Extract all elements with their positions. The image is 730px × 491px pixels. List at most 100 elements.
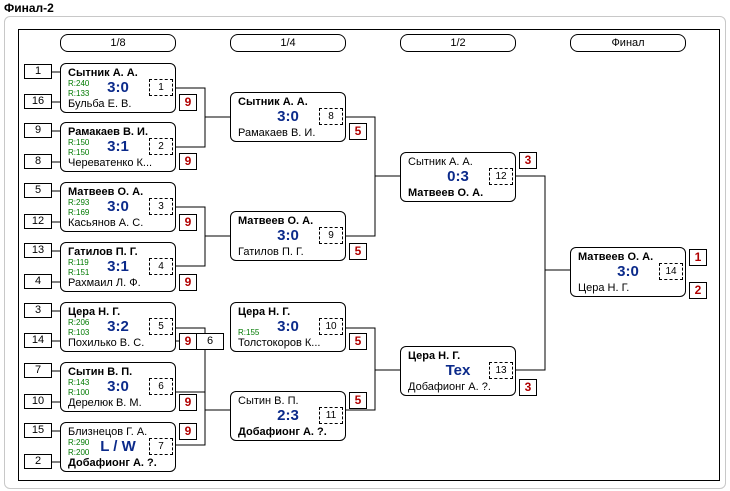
- match-qf-4[interactable]: Сытин В. П. 2:3 Добафионг А. ?. 11: [230, 391, 346, 441]
- seed-box: 1: [24, 64, 52, 79]
- seed-box: 14: [24, 333, 52, 348]
- player-bottom: Бульба Е. В.: [68, 98, 132, 110]
- match-number: 5: [149, 318, 173, 335]
- match-score: 3:0: [277, 318, 299, 335]
- table-result-badge: 9: [179, 423, 197, 440]
- player-top: Сытин В. П.: [238, 395, 299, 407]
- seed-box: 9: [24, 123, 52, 138]
- table-result-badge: 5: [349, 123, 367, 140]
- seed-box: 16: [24, 94, 52, 109]
- table-result-badge: 3: [519, 379, 537, 396]
- round-header-1-2: 1/2: [400, 34, 516, 52]
- player-top: Цера Н. Г.: [68, 306, 121, 318]
- player-top: Сытник А. А.: [238, 96, 308, 108]
- player-bottom: Гатилов П. Г.: [238, 246, 304, 258]
- match-score: 0:3: [447, 168, 469, 185]
- match-r16-2[interactable]: Рамакаев В. И. R:150 R:150 3:1 Череватен…: [60, 122, 176, 172]
- match-sf-1[interactable]: Сытник А. А. 0:3 Матвеев О. А. 12: [400, 152, 516, 202]
- match-sf-2[interactable]: Цера Н. Г. Tex Добафионг А. ?. 13: [400, 346, 516, 396]
- table-result-badge: 9: [179, 394, 197, 411]
- final-place-badge: 2: [689, 282, 707, 299]
- match-score: 3:0: [277, 108, 299, 125]
- match-r16-7[interactable]: Близнецов Г. А. R:290 R:200 L / W Добафи…: [60, 422, 176, 472]
- player-bottom: Добафионг А. ?.: [68, 457, 157, 469]
- match-score: L / W: [100, 438, 136, 455]
- seed-box: 4: [24, 274, 52, 289]
- match-number: 10: [319, 318, 343, 335]
- match-score: 2:3: [277, 407, 299, 424]
- match-score: 3:0: [277, 227, 299, 244]
- match-r16-4[interactable]: Гатилов П. Г. R:119 R:151 3:1 Рахмаил Л.…: [60, 242, 176, 292]
- match-number: 9: [319, 227, 343, 244]
- seed-box: 5: [24, 183, 52, 198]
- player-top: Матвеев О. А.: [578, 251, 654, 263]
- match-number: 1: [149, 79, 173, 96]
- player-top: Матвеев О. А.: [68, 186, 144, 198]
- player-bottom: Рамакаев В. И.: [238, 127, 316, 139]
- player-bottom: Цера Н. Г.: [578, 282, 630, 294]
- match-r16-6[interactable]: Сытин В. П. R:143 R:100 3:0 Дерелюк В. М…: [60, 362, 176, 412]
- rating-bottom: R:200: [68, 448, 90, 457]
- seed-box: 7: [24, 363, 52, 378]
- match-qf-3[interactable]: Цера Н. Г. R:155 3:0 Толстокоров К... 10: [230, 302, 346, 352]
- table-result-badge: 9: [179, 153, 197, 170]
- final-place-badge: 1: [689, 249, 707, 266]
- match-score: 3:1: [107, 258, 129, 275]
- seed-box: 3: [24, 303, 52, 318]
- match-score: 3:2: [107, 318, 129, 335]
- rating-top: R:293: [68, 198, 90, 207]
- rating-top: R:143: [68, 378, 90, 387]
- player-bottom: Череватенко К...: [68, 157, 153, 169]
- round-header-1-4: 1/4: [230, 34, 346, 52]
- player-top: Рамакаев В. И.: [68, 126, 148, 138]
- player-bottom: Добафионг А. ?.: [238, 426, 327, 438]
- player-top: Сытин В. П.: [68, 366, 133, 378]
- match-score: 3:0: [107, 378, 129, 395]
- match-final[interactable]: Матвеев О. А. 3:0 Цера Н. Г. 14: [570, 247, 686, 297]
- match-score: 3:0: [617, 263, 639, 280]
- round-header-final: Финал: [570, 34, 686, 52]
- match-qf-2[interactable]: Матвеев О. А. 3:0 Гатилов П. Г. 9: [230, 211, 346, 261]
- match-qf-1[interactable]: Сытник А. А. 3:0 Рамакаев В. И. 8: [230, 92, 346, 142]
- table-result-badge: 3: [519, 152, 537, 169]
- match-number: 11: [319, 407, 343, 424]
- match-r16-1[interactable]: Сытник А. А. R:240 R:133 3:0 Бульба Е. В…: [60, 63, 176, 113]
- match-score: 3:1: [107, 138, 129, 155]
- match-score: 3:0: [107, 79, 129, 96]
- table-result-badge: 5: [349, 333, 367, 350]
- match-number: 6: [149, 378, 173, 395]
- rating-top: R:155: [238, 328, 260, 337]
- player-top: Сытник А. А.: [68, 67, 138, 79]
- rating-bottom: R:103: [68, 328, 90, 337]
- match-number: 12: [489, 168, 513, 185]
- table-result-badge: 9: [179, 94, 197, 111]
- rating-top: R:206: [68, 318, 90, 327]
- round-header-1-8: 1/8: [60, 34, 176, 52]
- rating-top: R:150: [68, 138, 90, 147]
- match-r16-3[interactable]: Матвеев О. А. R:293 R:169 3:0 Касьянов А…: [60, 182, 176, 232]
- match-score: 3:0: [107, 198, 129, 215]
- seed-box: 10: [24, 394, 52, 409]
- player-bottom: Добафионг А. ?.: [408, 381, 491, 393]
- table-result-badge: 5: [349, 392, 367, 409]
- rating-bottom: R:133: [68, 89, 90, 98]
- player-bottom: Матвеев О. А.: [408, 187, 484, 199]
- match-score: Tex: [445, 362, 471, 379]
- match-number: 8: [319, 108, 343, 125]
- player-top: Близнецов Г. А.: [68, 426, 148, 438]
- match-number: 13: [489, 362, 513, 379]
- player-top: Цера Н. Г.: [408, 350, 461, 362]
- rating-top: R:290: [68, 438, 90, 447]
- match-number: 3: [149, 198, 173, 215]
- rating-bottom: R:150: [68, 148, 90, 157]
- seed-box: 13: [24, 243, 52, 258]
- match-r16-5[interactable]: Цера Н. Г. R:206 R:103 3:2 Похилько В. С…: [60, 302, 176, 352]
- player-top: Матвеев О. А.: [238, 215, 314, 227]
- player-top: Цера Н. Г.: [238, 306, 291, 318]
- table-result-badge: 5: [349, 243, 367, 260]
- player-bottom: Похилько В. С.: [68, 337, 145, 349]
- table-result-badge: 9: [179, 333, 197, 350]
- rating-bottom: R:151: [68, 268, 90, 277]
- seed-box: 15: [24, 423, 52, 438]
- match-number: 4: [149, 258, 173, 275]
